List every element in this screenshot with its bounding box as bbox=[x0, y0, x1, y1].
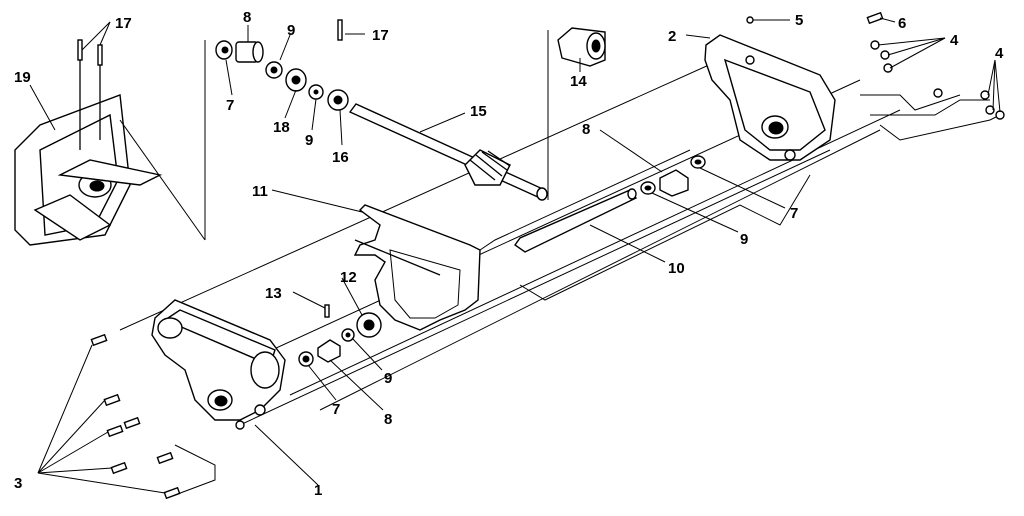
part-1-left-housing bbox=[151, 299, 286, 430]
leader-lines bbox=[29, 17, 1001, 494]
part-19-chute-bracket bbox=[14, 39, 206, 246]
callout-3: 3 bbox=[14, 475, 22, 492]
callout-10: 10 bbox=[668, 260, 685, 277]
callout-6: 6 bbox=[898, 15, 906, 32]
callout-7-top: 7 bbox=[226, 97, 234, 114]
bearing-8-lower bbox=[317, 339, 341, 363]
key-13 bbox=[324, 304, 330, 318]
callout-9-top: 9 bbox=[287, 22, 295, 39]
callout-12: 12 bbox=[340, 269, 357, 286]
assembly-guide-lines bbox=[119, 59, 1001, 426]
part-2-right-housing bbox=[704, 34, 836, 161]
callout-11: 11 bbox=[252, 183, 268, 200]
callout-4-right: 4 bbox=[995, 45, 1004, 62]
callout-7-lower: 7 bbox=[332, 401, 340, 418]
callout-19: 19 bbox=[14, 69, 31, 86]
part-11-frame-plate bbox=[353, 204, 481, 331]
part-3-screws bbox=[90, 333, 216, 500]
callout-15: 15 bbox=[470, 103, 487, 120]
callout-18: 18 bbox=[273, 119, 290, 136]
part-15-worm-shaft bbox=[348, 103, 548, 201]
callout-9-mid: 9 bbox=[305, 132, 313, 149]
callout-7-right: 7 bbox=[790, 205, 798, 222]
part-14-coupling bbox=[547, 27, 606, 200]
lower-hardware-stack bbox=[298, 304, 382, 367]
callout-4-top: 4 bbox=[950, 32, 959, 49]
callout-13: 13 bbox=[265, 285, 282, 302]
pin-17-top bbox=[337, 19, 343, 41]
screw-5 bbox=[746, 16, 754, 24]
callout-16: 16 bbox=[332, 149, 349, 166]
part-10-shaft bbox=[514, 188, 638, 253]
right-fasteners bbox=[746, 11, 1005, 120]
callout-9-right: 9 bbox=[740, 231, 748, 248]
top-hardware-stack bbox=[215, 19, 349, 111]
callout-17-left: 17 bbox=[115, 15, 132, 32]
callout-5: 5 bbox=[795, 12, 803, 29]
callout-9-lower: 9 bbox=[384, 370, 392, 387]
callout-1: 1 bbox=[314, 482, 322, 499]
callout-8-top: 8 bbox=[243, 9, 251, 26]
callout-14: 14 bbox=[570, 73, 587, 90]
callout-labels: 1 2 3 4 4 5 6 7 7 7 8 8 8 9 9 9 9 10 11 … bbox=[14, 9, 1004, 499]
callout-8-lower: 8 bbox=[384, 411, 392, 428]
callout-17-top: 17 bbox=[372, 27, 389, 44]
right-shaft-hardware bbox=[640, 155, 706, 197]
callout-2: 2 bbox=[668, 28, 676, 45]
screw-6 bbox=[866, 11, 884, 25]
callout-8-right: 8 bbox=[582, 121, 590, 138]
